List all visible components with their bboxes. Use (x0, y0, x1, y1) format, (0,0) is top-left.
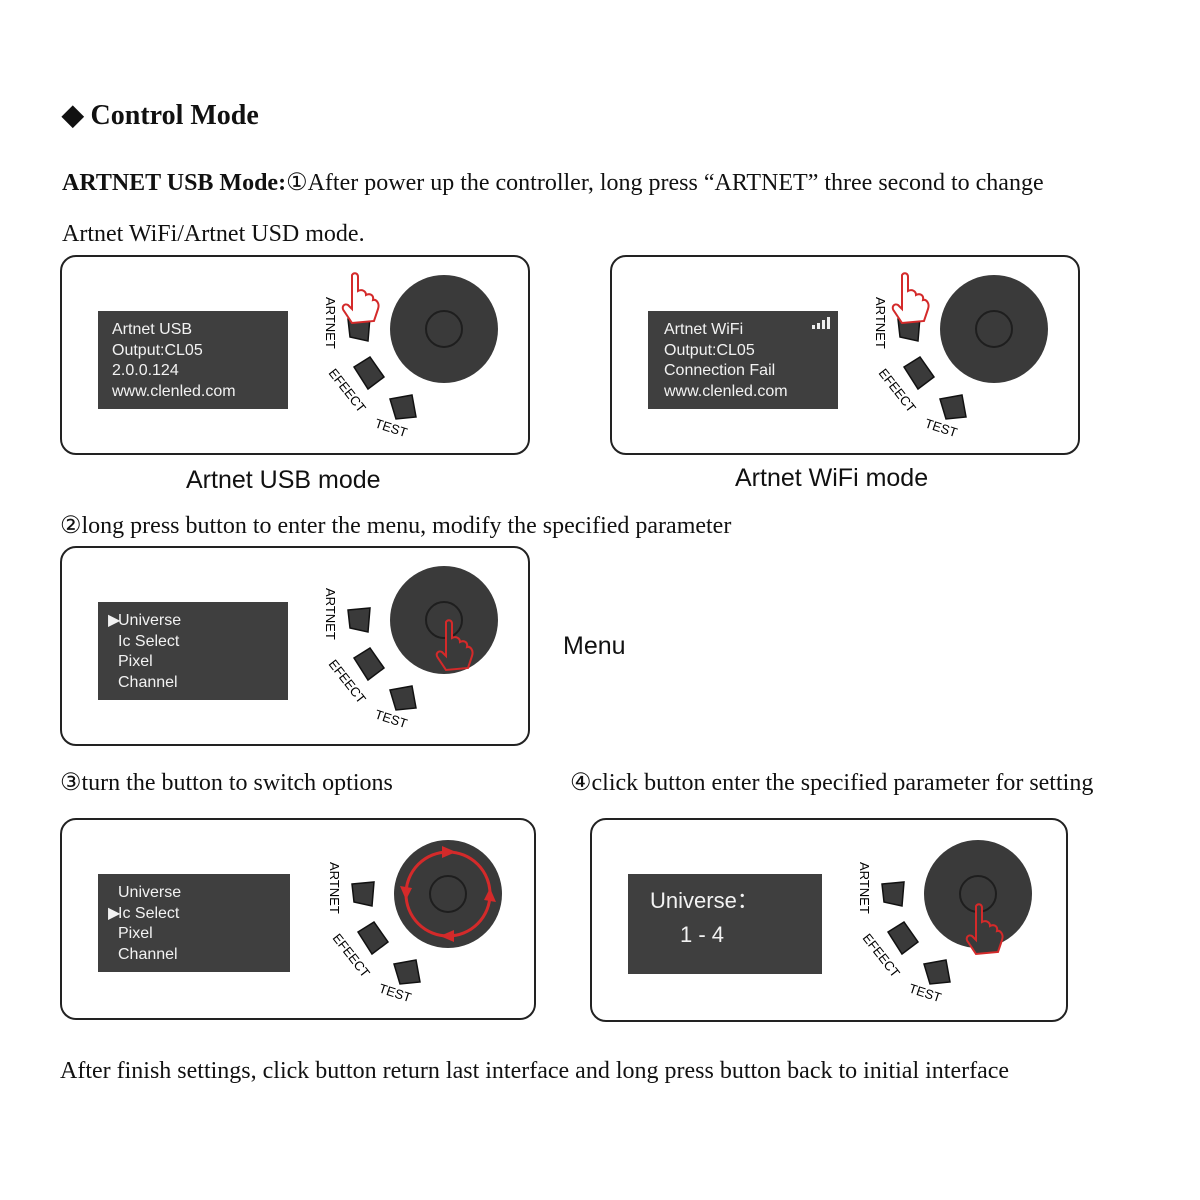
menu-cursor-icon: ▶ (108, 904, 121, 922)
artnet-button[interactable] (351, 881, 375, 907)
hand-pointer-icon (435, 619, 474, 672)
screen-line: Artnet WiFi (664, 321, 744, 338)
param-title: Universe： (650, 888, 759, 913)
panel-turn: Universe ▶Ic Select Pixel Channel ARTNET… (60, 818, 536, 1020)
panel-artnet-wifi: Artnet WiFi Output:CL05 Connection Fail … (610, 255, 1080, 455)
lcd-screen: Artnet USB Output:CL05 2.0.0.124 www.cle… (98, 311, 288, 409)
menu-item-ic-select: ▶Ic Select (108, 904, 290, 925)
caption-menu: Menu (563, 632, 626, 660)
lcd-screen: ▶Universe Ic Select Pixel Channel (98, 602, 288, 700)
step1-line2: Artnet WiFi/Artnet USD mode. (62, 221, 365, 247)
lcd-screen: Artnet WiFi Output:CL05 Connection Fail … (648, 311, 838, 409)
effect-button[interactable] (352, 646, 386, 682)
artnet-label: ARTNET (327, 862, 342, 914)
hand-pointer-icon (965, 903, 1004, 956)
caption-usb: Artnet USB mode (186, 466, 381, 494)
test-button[interactable] (939, 394, 967, 420)
footer-text: After finish settings, click button retu… (60, 1058, 1010, 1084)
step4-text: ④click button enter the specified parame… (570, 770, 1094, 796)
step2-text: ②long press button to enter the menu, mo… (60, 513, 732, 539)
test-button[interactable] (393, 959, 421, 985)
controller-buttons: ARTNET EFEECT TEST (846, 832, 1046, 1012)
test-label: TEST (373, 416, 409, 441)
menu-cursor-icon: ▶ (108, 612, 121, 629)
section-heading: ◆ Control Mode (62, 98, 259, 132)
menu-item-pixel: Pixel (118, 653, 153, 670)
menu-item-ic-select: Ic Select (118, 632, 180, 650)
artnet-label: ARTNET (323, 297, 338, 349)
screen-line: Connection Fail (664, 362, 776, 379)
rotate-arrows-icon (400, 846, 496, 942)
menu-item-channel: Channel (118, 945, 178, 963)
controller-buttons: ARTNET EFEECT TEST (312, 267, 512, 447)
panel-parameter: Universe： 1 - 4 ARTNET EFEECT TEST (590, 818, 1068, 1022)
effect-button[interactable] (902, 355, 936, 391)
knob-icon[interactable] (394, 840, 502, 948)
artnet-button[interactable] (347, 607, 371, 633)
test-label: TEST (923, 416, 959, 441)
screen-line: Output:CL05 (112, 341, 203, 359)
hand-pointer-icon (891, 272, 930, 325)
screen-line: Output:CL05 (664, 341, 755, 359)
test-label: TEST (373, 707, 409, 732)
effect-button[interactable] (886, 920, 920, 956)
effect-button[interactable] (352, 355, 386, 391)
controller-buttons: ARTNET EFEECT TEST (312, 558, 512, 738)
panel-menu: ▶Universe Ic Select Pixel Channel ARTNET… (60, 546, 530, 746)
artnet-label: ARTNET (857, 862, 872, 914)
panel-artnet-usb: Artnet USB Output:CL05 2.0.0.124 www.cle… (60, 255, 530, 455)
artnet-label: ARTNET (323, 588, 338, 640)
test-label: TEST (907, 981, 943, 1006)
hand-pointer-icon (341, 272, 380, 325)
knob-icon[interactable] (940, 275, 1048, 383)
test-label: TEST (377, 981, 413, 1006)
signal-icon (812, 317, 830, 329)
menu-item-universe: Universe (118, 884, 182, 901)
artnet-label: ARTNET (873, 297, 888, 349)
step1-bold-label: ARTNET USB Mode: (62, 170, 287, 196)
knob-icon[interactable] (390, 275, 498, 383)
artnet-button[interactable] (881, 881, 905, 907)
controller-buttons: ARTNET EFEECT TEST (316, 832, 516, 1012)
screen-line: www.clenled.com (664, 382, 788, 400)
screen-line: www.clenled.com (112, 382, 236, 400)
lcd-screen: Universe： 1 - 4 (628, 874, 822, 974)
test-button[interactable] (389, 394, 417, 420)
param-value[interactable]: 1 - 4 (680, 922, 725, 947)
screen-line: 2.0.0.124 (112, 362, 179, 379)
step3-text: ③turn the button to switch options (60, 770, 393, 796)
menu-item-channel: Channel (118, 673, 178, 691)
controller-buttons: ARTNET EFEECT TEST (862, 267, 1062, 447)
effect-button[interactable] (356, 920, 390, 956)
caption-wifi: Artnet WiFi mode (735, 464, 929, 492)
test-button[interactable] (389, 685, 417, 711)
menu-item-pixel: Pixel (118, 925, 153, 942)
menu-item-universe: ▶Universe (108, 611, 288, 632)
screen-line: Artnet USB (112, 321, 193, 338)
diamond-bullet-icon: ◆ (62, 100, 84, 131)
lcd-screen: Universe ▶Ic Select Pixel Channel (98, 874, 290, 972)
test-button[interactable] (923, 959, 951, 985)
step1-text: ①After power up the controller, long pre… (286, 170, 1044, 196)
step1-line1: ARTNET USB Mode:①After power up the cont… (62, 168, 1044, 197)
heading-text: Control Mode (90, 100, 259, 131)
